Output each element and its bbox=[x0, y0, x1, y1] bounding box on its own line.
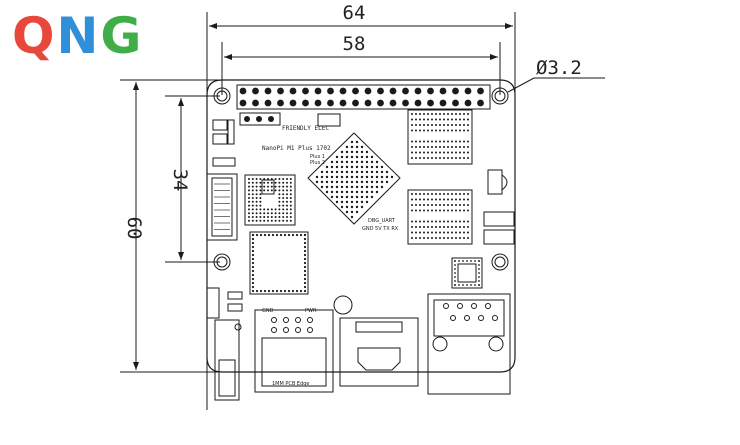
dim-text-board-width: 64 bbox=[343, 2, 366, 24]
power-button bbox=[206, 287, 220, 319]
silk-board-name: NanoPi M1 Plus 1702 bbox=[262, 145, 331, 152]
emmc-inner bbox=[261, 179, 275, 195]
hdmi-port bbox=[339, 317, 419, 387]
audio-jack bbox=[214, 319, 240, 401]
ethernet-port bbox=[427, 293, 511, 395]
mic-component bbox=[333, 295, 353, 315]
silk-gnd: GND bbox=[262, 308, 274, 314]
silk-uart-pins: GND 5V TX RX bbox=[362, 226, 399, 232]
logo-letter-q: Q bbox=[12, 7, 57, 65]
ram-chip-1 bbox=[407, 109, 473, 165]
small-header-left bbox=[239, 112, 281, 126]
board-outline bbox=[206, 79, 516, 373]
ir-dome bbox=[501, 174, 508, 191]
emmc-chip bbox=[244, 174, 296, 226]
qfp-chip bbox=[451, 257, 483, 289]
silk-brand: FRIENDLY ELEC bbox=[282, 125, 329, 132]
silk-debug-uart: DBG_UART bbox=[368, 218, 396, 224]
smd-part-1 bbox=[227, 291, 243, 300]
silk-plus1: Plus 1 bbox=[310, 154, 325, 160]
small-header-mid bbox=[317, 113, 341, 127]
usb-ports bbox=[254, 309, 334, 393]
mount-hole-bl bbox=[213, 253, 231, 271]
led-2 bbox=[212, 133, 228, 145]
button-left bbox=[227, 119, 235, 145]
hdmi-connector-shape bbox=[357, 347, 401, 371]
microsd-slot bbox=[206, 173, 238, 241]
dim-text-hole-diameter: Ø3.2 bbox=[536, 57, 582, 79]
dim-text-hole-span: 58 bbox=[343, 33, 366, 55]
mount-hole-br bbox=[491, 253, 509, 271]
silk-pwr: PWR bbox=[305, 308, 317, 314]
ram-chip-2 bbox=[407, 189, 473, 245]
switch-1 bbox=[483, 211, 515, 227]
led-status bbox=[234, 323, 242, 331]
mount-hole-tr bbox=[491, 87, 509, 105]
dim-text-hole-height: 34 bbox=[169, 169, 191, 192]
smd-part-2 bbox=[227, 303, 243, 312]
mount-hole-tl bbox=[213, 87, 231, 105]
switch-2 bbox=[483, 229, 515, 245]
logo-letter-g: G bbox=[100, 7, 144, 65]
silk-pcb-edge: 1MM PCB Edge bbox=[272, 381, 310, 387]
led-1 bbox=[212, 119, 228, 131]
wifi-module bbox=[249, 231, 309, 295]
ir-receiver bbox=[487, 169, 503, 195]
silk-plus2: Plus 2 bbox=[310, 160, 325, 166]
gpio-header bbox=[236, 84, 491, 110]
small-component bbox=[212, 157, 236, 167]
dim-text-board-height: 60 bbox=[123, 217, 145, 240]
soc-chip bbox=[307, 132, 401, 225]
microsd-inner bbox=[211, 177, 233, 237]
diameter-leader-diag bbox=[507, 77, 535, 93]
qng-logo: QNG bbox=[12, 6, 143, 66]
logo-letter-n: N bbox=[56, 7, 101, 65]
